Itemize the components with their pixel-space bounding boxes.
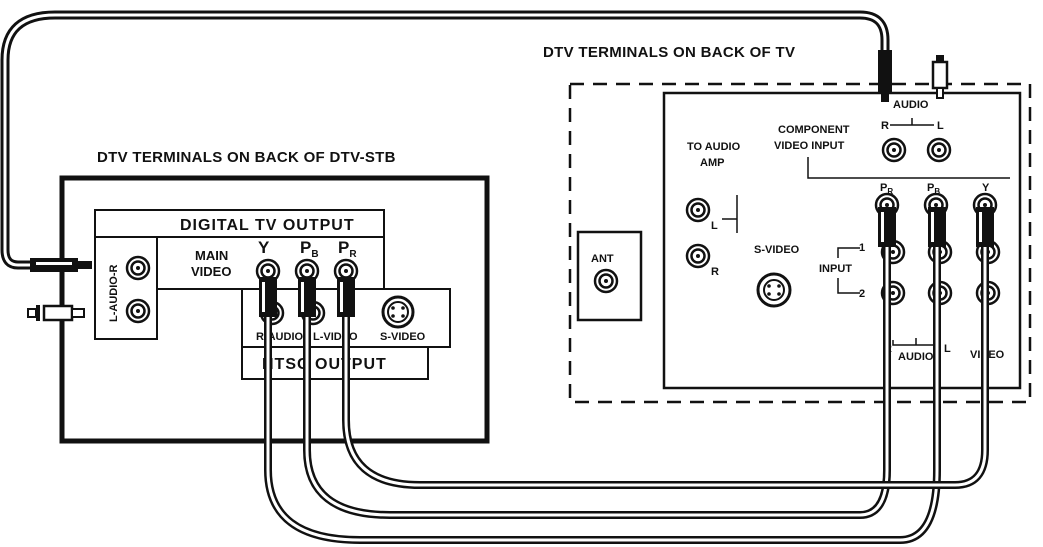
input-label: INPUT: [819, 263, 852, 275]
stb-pr-label: PR: [338, 238, 357, 260]
ant-jack[interactable]: [593, 268, 619, 294]
tv-heading: DTV TERMINALS ON BACK OF TV: [543, 44, 795, 61]
tv-svideo-jack[interactable]: [756, 272, 792, 308]
tv-pr-plug: [878, 207, 896, 247]
to-audio-label-1: TO AUDIO: [687, 141, 741, 153]
tv-svideo-label: S-VIDEO: [754, 244, 800, 256]
ntsc-output-title: NTSC OUTPUT: [262, 356, 387, 373]
ntsc-output-box: [241, 346, 429, 380]
tv-audio-plug-loose: [931, 55, 949, 99]
tv-bottom-audio: AUDIO: [898, 351, 934, 363]
amp-l-jack[interactable]: [685, 197, 711, 223]
component-label-2: VIDEO INPUT: [774, 140, 845, 152]
stb-heading: DTV TERMINALS ON BACK OF DTV-STB: [97, 149, 396, 166]
ntsc-s-video-label: S-VIDEO: [380, 331, 426, 343]
stb-audio-plug-connected: [30, 258, 92, 272]
amp-r-label: R: [711, 266, 719, 278]
stb-pr-plug: [337, 277, 355, 317]
stb-pb-plug: [298, 277, 316, 317]
main-video-label: MAIN: [195, 248, 228, 263]
stb-pb-label: PB: [300, 238, 319, 260]
tv-audio-label: AUDIO: [893, 99, 929, 111]
stb-y-label: Y: [258, 238, 270, 257]
ant-label: ANT: [591, 253, 614, 265]
tv-dashed-outline: [568, 82, 1032, 404]
tv-panel: [662, 91, 1022, 390]
main-video-label-2: VIDEO: [191, 264, 231, 279]
stb-audio-r-jack[interactable]: [125, 298, 151, 324]
ntsc-s-video-jack[interactable]: [381, 295, 415, 329]
ntsc-r-audio-label: R-AUDIO: [256, 331, 303, 343]
digital-tv-output-box: [94, 209, 385, 238]
tv-audio-r: R: [881, 120, 889, 132]
tv-bottom-l: L: [944, 343, 951, 355]
tv-y-plug: [976, 207, 994, 247]
stb-audio-label: L-AUDIO-R: [108, 265, 120, 322]
tv-audio-plug-connected: [878, 50, 892, 102]
stb-y-plug: [259, 277, 277, 317]
to-audio-label-2: AMP: [700, 157, 724, 169]
digital-tv-output-title: DIGITAL TV OUTPUT: [180, 217, 355, 234]
tv-audio-l: L: [937, 120, 944, 132]
ntsc-l-video-label: L-VIDEO: [313, 331, 358, 343]
tv-audio-l-jack[interactable]: [926, 137, 952, 163]
component-cables: [264, 232, 989, 544]
tv-pb-label: PB: [927, 182, 940, 196]
stb-audio-l-jack[interactable]: [125, 255, 151, 281]
component-label-1: COMPONENT: [778, 124, 850, 136]
input-2-label: 2: [859, 288, 865, 300]
tv-pr-label: PR: [880, 182, 893, 196]
amp-l-label: L: [711, 220, 718, 232]
stb-audio-plug-loose: [27, 304, 85, 322]
tv-y-label: Y: [982, 182, 990, 194]
tv-pb-plug: [928, 207, 946, 247]
input-1-label: 1: [859, 242, 865, 254]
tv-audio-r-jack[interactable]: [881, 137, 907, 163]
stb-audio-box: [94, 236, 158, 340]
amp-r-jack[interactable]: [685, 243, 711, 269]
